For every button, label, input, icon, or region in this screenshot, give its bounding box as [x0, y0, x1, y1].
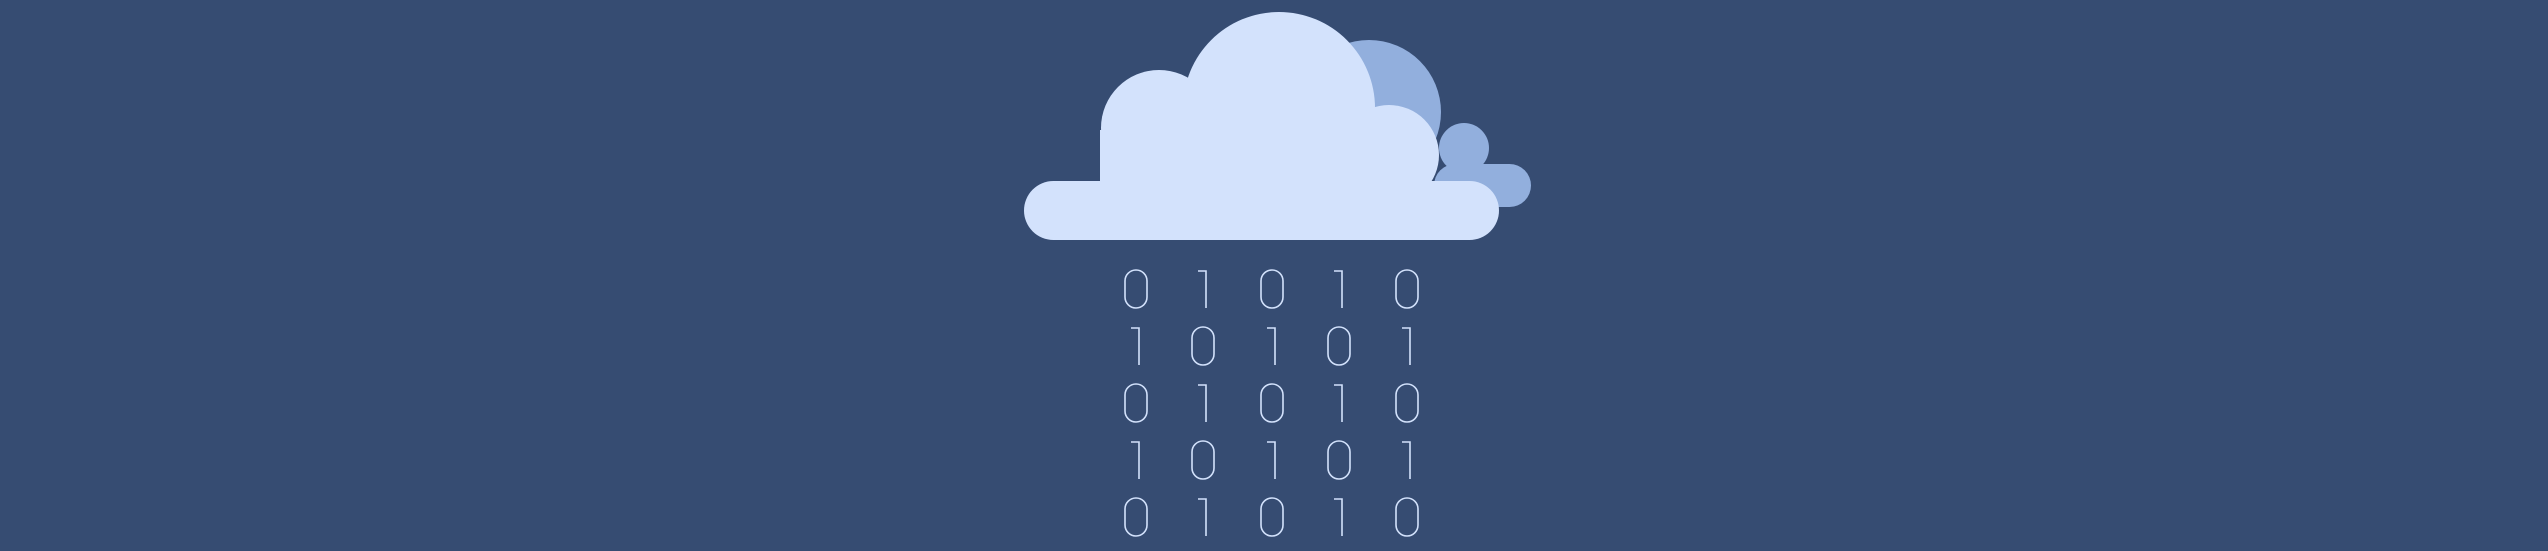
- binary-zero: [1260, 383, 1284, 423]
- binary-zero-shape: [1260, 383, 1284, 423]
- binary-one-shape: [1267, 327, 1276, 365]
- binary-one: [1334, 270, 1343, 308]
- cloud-icon: [1024, 12, 1499, 240]
- binary-zero-shape: [1395, 383, 1419, 423]
- binary-one: [1198, 384, 1207, 422]
- binary-one: [1334, 498, 1343, 536]
- binary-one-shape: [1131, 327, 1140, 365]
- binary-one-shape: [1334, 498, 1343, 536]
- binary-one-shape: [1198, 498, 1207, 536]
- binary-one: [1131, 327, 1140, 365]
- binary-one: [1198, 270, 1207, 308]
- binary-one-shape: [1334, 384, 1343, 422]
- binary-one-shape: [1198, 384, 1207, 422]
- binary-one: [1402, 327, 1411, 365]
- binary-zero-shape: [1124, 383, 1148, 423]
- binary-zero: [1260, 269, 1284, 309]
- binary-zero-shape: [1260, 269, 1284, 309]
- binary-zero-shape: [1327, 440, 1351, 480]
- binary-one: [1267, 441, 1276, 479]
- binary-zero-shape: [1124, 497, 1148, 537]
- binary-zero: [1191, 326, 1215, 366]
- binary-zero-shape: [1191, 440, 1215, 480]
- binary-one-shape: [1402, 327, 1411, 365]
- binary-one: [1131, 441, 1140, 479]
- binary-zero: [1124, 383, 1148, 423]
- binary-one-shape: [1402, 441, 1411, 479]
- binary-zero: [1395, 497, 1419, 537]
- binary-one-shape: [1198, 270, 1207, 308]
- binary-one-shape: [1267, 441, 1276, 479]
- binary-zero-shape: [1327, 326, 1351, 366]
- binary-zero-shape: [1395, 269, 1419, 309]
- binary-one: [1402, 441, 1411, 479]
- binary-zero: [1395, 269, 1419, 309]
- binary-zero: [1260, 497, 1284, 537]
- binary-zero: [1395, 383, 1419, 423]
- binary-zero: [1124, 269, 1148, 309]
- binary-rain: [1124, 269, 1419, 537]
- binary-zero-shape: [1395, 497, 1419, 537]
- binary-zero: [1124, 497, 1148, 537]
- binary-zero-shape: [1191, 326, 1215, 366]
- binary-zero: [1191, 440, 1215, 480]
- binary-one-shape: [1334, 270, 1343, 308]
- binary-one: [1198, 498, 1207, 536]
- binary-zero-shape: [1260, 497, 1284, 537]
- binary-one-shape: [1131, 441, 1140, 479]
- binary-one: [1267, 327, 1276, 365]
- binary-zero: [1327, 440, 1351, 480]
- binary-zero: [1327, 326, 1351, 366]
- binary-one: [1334, 384, 1343, 422]
- binary-zero-shape: [1124, 269, 1148, 309]
